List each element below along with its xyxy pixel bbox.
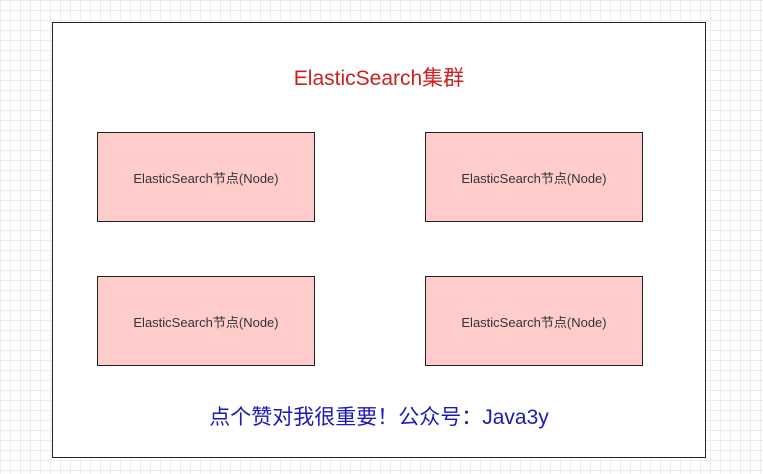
node-label: ElasticSearch节点(Node) — [133, 314, 279, 330]
node-label: ElasticSearch节点(Node) — [133, 170, 279, 186]
node-label: ElasticSearch节点(Node) — [461, 170, 607, 186]
cluster-node-1: ElasticSearch节点(Node) — [97, 132, 315, 222]
cluster-node-2: ElasticSearch节点(Node) — [425, 132, 643, 222]
footer-note: 点个赞对我很重要！公众号：Java3y — [209, 406, 549, 429]
cluster-node-4: ElasticSearch节点(Node) — [425, 276, 643, 366]
cluster-node-3: ElasticSearch节点(Node) — [97, 276, 315, 366]
cluster-title: ElasticSearch集群 — [293, 67, 465, 90]
elasticsearch-cluster-box: ElasticSearch集群 ElasticSearch节点(Node) El… — [52, 22, 706, 458]
node-label: ElasticSearch节点(Node) — [461, 314, 607, 330]
